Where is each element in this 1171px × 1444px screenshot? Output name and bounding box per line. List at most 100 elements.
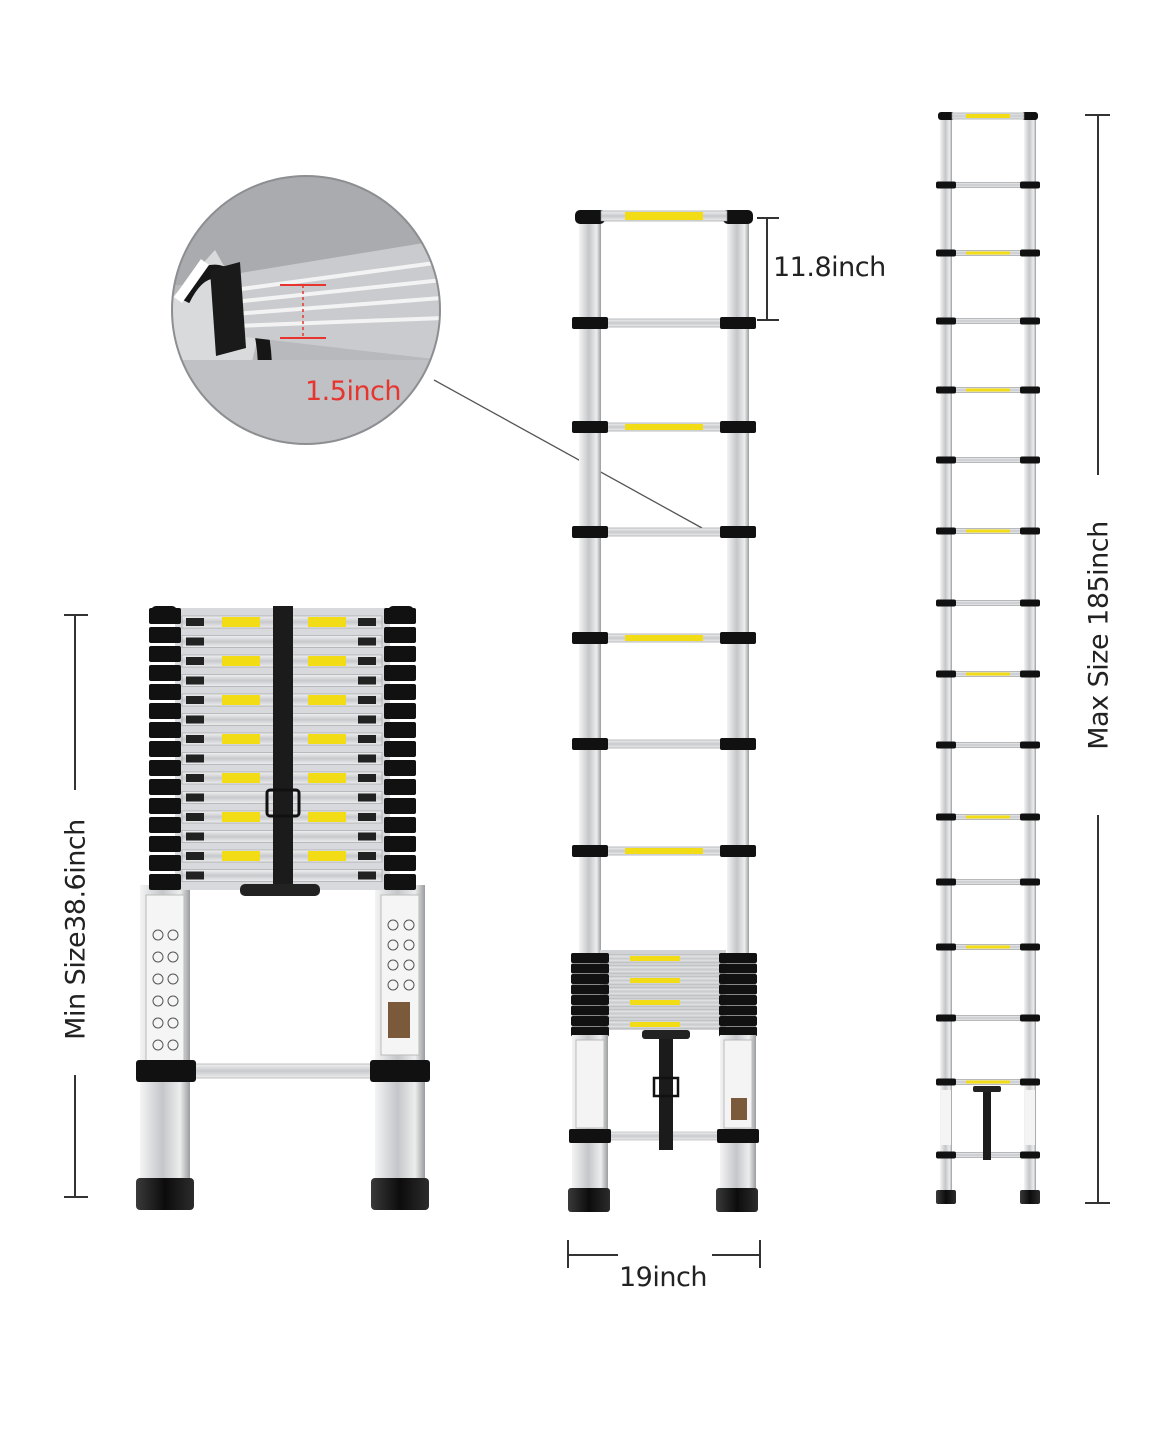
rung-clamp [1020,599,1040,607]
rung-clamp [149,798,181,814]
safety-sticker [575,1039,605,1129]
rung-clip [186,715,204,724]
rung-clip [358,618,376,626]
warning-label [308,851,346,861]
warning-label [222,695,260,705]
warning-label [630,1000,680,1005]
rung-clamp [936,741,956,749]
rung-clamp [1020,943,1040,951]
sticker-symbol [403,939,415,951]
sticker-symbol [152,995,164,1007]
top-cap [1022,112,1038,120]
right-stile [1024,118,1036,1198]
partially-extended-ladder [568,210,759,1212]
rung-clamp [936,943,956,951]
top-cap [151,606,177,618]
rung-clamp [149,855,181,871]
sticker-photo [388,1002,410,1038]
rung-clamp [149,874,181,890]
rung-clamp [936,181,956,189]
stacked-rung [603,987,723,996]
ladder-width-label: 19inch [619,1262,707,1293]
handle [973,1086,1001,1092]
rung-clamp [936,1151,956,1159]
warning-label [966,251,1010,255]
rung-clip [358,754,376,763]
rung-clamp [1020,249,1040,257]
rung-clamp [572,317,608,329]
rung [951,600,1025,606]
rung-clip [186,774,204,782]
rung-clamp [720,421,756,433]
rung [600,527,728,537]
rung-clip [358,793,376,802]
warning-label [308,695,346,705]
rung-clamp [384,817,416,833]
warning-label [966,815,1010,819]
rung-clamp [936,317,956,325]
rung-clamp [1020,1078,1040,1086]
rung-clamp [384,874,416,890]
stacked-rung [603,965,723,974]
rung-clamp [384,779,416,795]
foot-cap [716,1188,758,1212]
rung-clamp [719,1005,757,1016]
warning-label [630,978,680,983]
sticker-symbol [152,1039,164,1051]
rung-clamp [1020,456,1040,464]
collapsed-ladder [136,606,430,1210]
rung-clamp [720,632,756,644]
rung-clamp [149,684,181,700]
warning-label [308,773,346,783]
rung-clamp [936,386,956,394]
rung-clamp [936,456,956,464]
rung-clamp [149,741,181,757]
rung-clamp [149,836,181,852]
warning-label [630,1022,680,1027]
handle [240,884,320,896]
rung-clip [186,813,204,821]
warning-label [625,635,703,641]
rung-clamp [571,1016,609,1026]
rung [951,879,1025,885]
rung-clamp [136,1060,196,1082]
rung-clip [358,715,376,724]
sticker-symbol [152,951,164,963]
rung-clamp [936,527,956,535]
rung-clamp [384,741,416,757]
rung-clamp [149,817,181,833]
rung-clip [186,793,204,802]
strap [659,1035,673,1150]
rung-clamp [1020,1014,1040,1022]
rung [951,1015,1025,1021]
warning-label [625,212,703,220]
rung-clip [186,852,204,860]
strap-buckle [652,1076,680,1098]
rung-clamp [936,1078,956,1086]
rung-clamp [572,526,608,538]
rung-clamp [384,665,416,681]
rung-clamp [720,526,756,538]
warning-label [966,388,1010,392]
rung-clamp [719,984,757,995]
warning-label [308,812,346,822]
max-size-label: Max Size 185inch [1083,521,1115,750]
rung-clip [358,735,376,743]
rung-clamp [572,632,608,644]
rung-clamp [1020,878,1040,886]
rung-clamp [572,738,608,750]
warning-label [308,734,346,744]
dimension-lines [64,114,1110,1268]
foot-cap [1020,1190,1040,1204]
rung-clip [358,832,376,841]
foot-cap [371,1178,429,1210]
rung-clamp [384,760,416,776]
rung-clamp [936,1014,956,1022]
rung-clip [358,637,376,646]
warning-label [966,945,1010,949]
sticker-symbol [167,995,179,1007]
rung-clamp [1020,181,1040,189]
sticker-symbol [167,1039,179,1051]
sticker-photo [731,1098,747,1120]
top-cap [723,210,753,224]
